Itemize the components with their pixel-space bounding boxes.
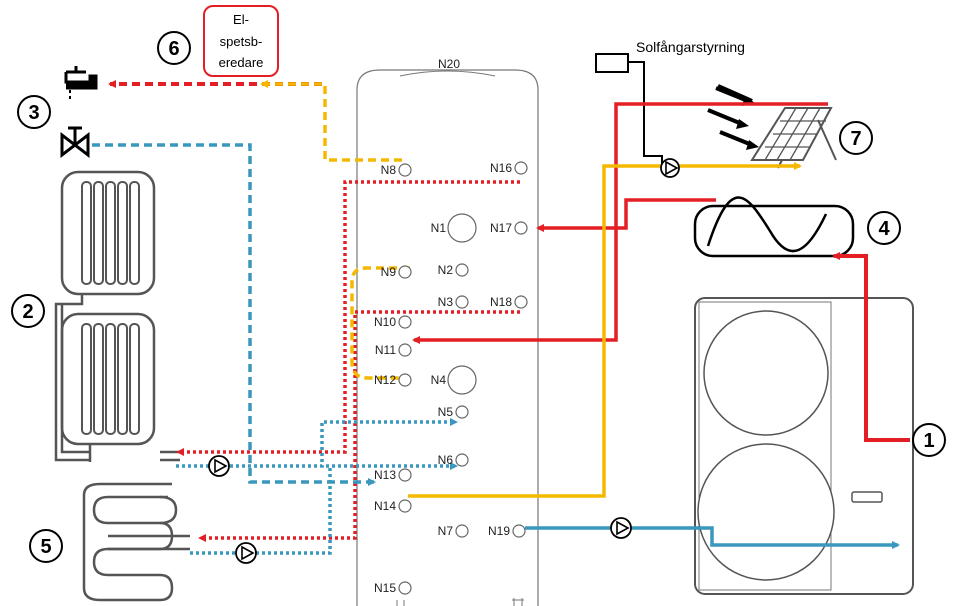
marker-5: 5	[29, 529, 63, 563]
label-n20: N20	[438, 57, 460, 71]
label-n11: N11	[375, 343, 396, 357]
booster-line-3: eredare	[219, 55, 264, 70]
label-n7: N7	[438, 524, 454, 538]
label-n13: N13	[374, 468, 396, 482]
label-n1: N1	[431, 221, 447, 235]
pipes-blue	[92, 143, 900, 555]
solar-panel-icon	[707, 84, 837, 169]
ports	[398, 161, 528, 595]
label-n12: N12	[374, 373, 396, 387]
svg-text:3: 3	[28, 102, 39, 124]
label-n9: N9	[381, 265, 397, 279]
svg-text:1: 1	[923, 430, 934, 452]
pipes-yellow	[260, 80, 802, 498]
label-n19: N19	[488, 524, 510, 538]
label-n10: N10	[374, 315, 396, 329]
svg-text:6: 6	[168, 38, 179, 60]
solar-controller-title: Solfångarstyrning	[636, 39, 745, 55]
label-n6: N6	[438, 453, 454, 467]
pipes-red	[108, 80, 910, 542]
svg-text:5: 5	[40, 536, 51, 558]
label-n17: N17	[490, 221, 512, 235]
svg-text:7: 7	[850, 128, 861, 150]
marker-6: 6	[157, 31, 191, 65]
marker-1: 1	[912, 423, 946, 457]
label-n16: N16	[490, 161, 512, 175]
label-n3: N3	[438, 295, 454, 309]
svg-text:4: 4	[878, 218, 890, 240]
svg-text:2: 2	[22, 301, 33, 323]
booster-heater-icon: El- spetsb- eredare	[203, 5, 279, 77]
valve-icon	[60, 126, 90, 159]
label-n15: N15	[374, 581, 396, 595]
label-n5: N5	[438, 405, 454, 419]
pump-icon	[208, 158, 680, 564]
booster-line-2: spetsb-	[220, 34, 263, 49]
label-n18: N18	[490, 295, 512, 309]
label-n14: N14	[374, 499, 396, 513]
solar-controller: Solfångarstyrning	[595, 39, 745, 168]
floor-heating-icon	[82, 482, 190, 602]
marker-7: 7	[839, 121, 873, 155]
label-n2: N2	[438, 263, 454, 277]
label-n8: N8	[381, 163, 397, 177]
radiator-icon	[54, 170, 180, 462]
tap-icon	[64, 66, 98, 100]
marker-4: 4	[867, 211, 901, 245]
marker-3: 3	[17, 95, 51, 129]
marker-2: 2	[11, 294, 45, 328]
label-n4: N4	[431, 373, 447, 387]
heat-pump-icon	[694, 297, 914, 595]
heat-exchanger-icon	[693, 196, 855, 258]
booster-line-1: El-	[233, 12, 249, 27]
